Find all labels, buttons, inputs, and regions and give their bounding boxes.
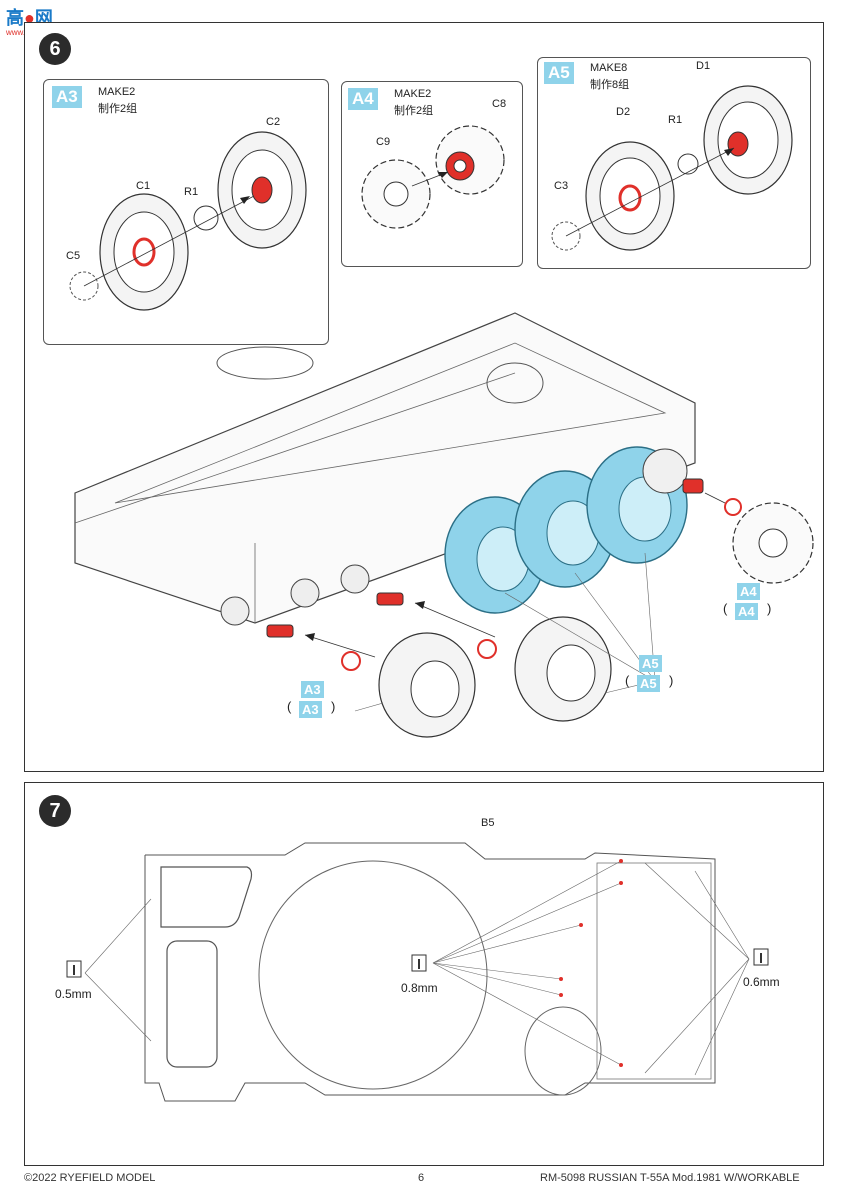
part-d1-label: D1 bbox=[696, 60, 711, 72]
part-b5-label: B5 bbox=[481, 817, 495, 829]
step-6-panel: 6 A3 MAKE2 制作2组 C2 C1 R1 C5 A4 MAKE2 制作2… bbox=[24, 22, 824, 772]
part-c3-label: C3 bbox=[554, 180, 569, 192]
footer-product-title: RM-5098 RUSSIAN T-55A Mod.1981 W/WORKABL… bbox=[540, 1172, 800, 1184]
drill-size-middle-label: 0.8mm bbox=[401, 981, 438, 995]
a3-subassembly-panel: A3 MAKE2 制作2组 C2 C1 R1 C5 bbox=[43, 79, 329, 345]
a5-tag: A5 bbox=[544, 62, 574, 84]
callout-a3-paren-open: ( bbox=[287, 699, 292, 714]
callout-a5-paren-close: ) bbox=[669, 673, 674, 688]
callout-a5-tag: A5 bbox=[639, 655, 662, 672]
part-c1-label: C1 bbox=[136, 180, 151, 192]
drill-icon-left bbox=[66, 960, 82, 978]
callout-a4-tag: A4 bbox=[737, 583, 760, 600]
a3-tag: A3 bbox=[52, 86, 82, 108]
callout-a4-paren-tag: A4 bbox=[735, 603, 758, 620]
a5-make-label: MAKE8 bbox=[590, 62, 628, 74]
callout-a5-paren-tag: A5 bbox=[637, 675, 660, 692]
step-7-number: 7 bbox=[39, 795, 71, 827]
callout-a5-paren-open: ( bbox=[625, 673, 630, 688]
callout-a3-tag: A3 bbox=[301, 681, 324, 698]
part-c9-label: C9 bbox=[376, 136, 391, 148]
a4-sprocket-drawing bbox=[361, 125, 505, 229]
a4-subassembly-panel: A4 MAKE2 制作2组 C8 C9 bbox=[341, 81, 523, 267]
callout-a4-paren-open: ( bbox=[723, 601, 728, 616]
hull-assembly-drawing bbox=[74, 312, 814, 738]
callout-a3-paren-close: ) bbox=[331, 699, 336, 714]
drill-icon-middle bbox=[411, 954, 427, 972]
drill-size-right-label: 0.6mm bbox=[743, 975, 780, 989]
step-7-panel: 7 B5 bbox=[24, 782, 824, 1166]
part-d2-label: D2 bbox=[616, 106, 631, 118]
drill-icon-right bbox=[753, 948, 769, 966]
part-c5-label: C5 bbox=[66, 250, 81, 262]
a4-tag: A4 bbox=[348, 88, 378, 110]
drill-size-left-label: 0.5mm bbox=[55, 987, 92, 1001]
callout-a4-paren-close: ) bbox=[767, 601, 772, 616]
a5-wheel-drawing bbox=[551, 85, 793, 251]
a4-make-label: MAKE2 bbox=[394, 88, 432, 100]
a5-subassembly-panel: A5 MAKE8 制作8组 D1 D2 R1 C3 bbox=[537, 57, 811, 269]
footer-page-number: 6 bbox=[418, 1172, 425, 1184]
footer-copyright: ©2022 RYEFIELD MODEL bbox=[24, 1172, 156, 1184]
a3-make-cn-label: 制作2组 bbox=[98, 103, 138, 115]
a4-make-cn-label: 制作2组 bbox=[394, 105, 434, 117]
a5-make-cn-label: 制作8组 bbox=[590, 79, 630, 91]
part-r1-label: R1 bbox=[184, 186, 199, 198]
a3-wheel-drawing bbox=[69, 131, 307, 311]
logo-dot-icon: ● bbox=[24, 8, 35, 28]
watermark-logo-char: 高 bbox=[6, 8, 24, 28]
callout-a3-paren-tag: A3 bbox=[299, 701, 322, 718]
step-6-number: 6 bbox=[39, 33, 71, 65]
part-c8-label: C8 bbox=[492, 98, 507, 110]
a3-make-label: MAKE2 bbox=[98, 86, 136, 98]
part-r1-a5-label: R1 bbox=[668, 114, 683, 126]
part-c2-label: C2 bbox=[266, 116, 281, 128]
hull-floor-plate-drawing bbox=[66, 842, 769, 1102]
